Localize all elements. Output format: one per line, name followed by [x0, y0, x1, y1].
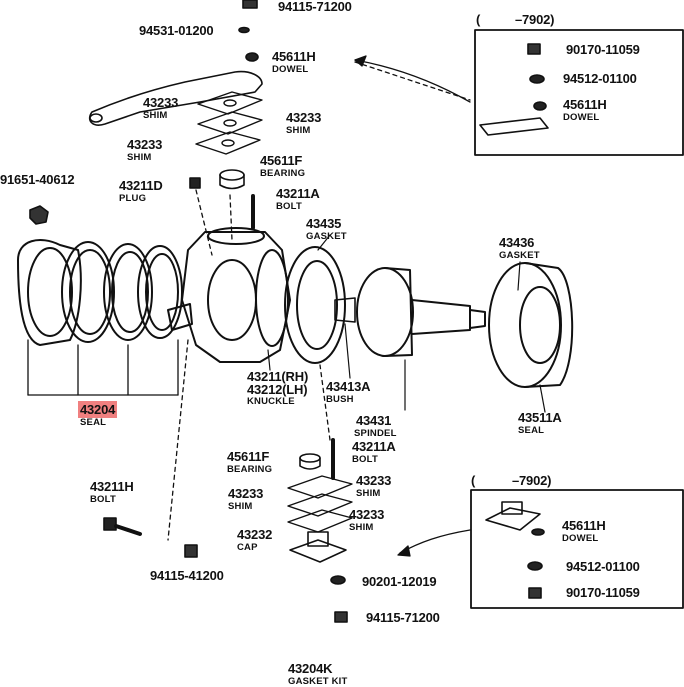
gasket-43435 [284, 246, 346, 364]
hub-43436 [488, 261, 574, 413]
label-43435: 43435 [306, 216, 342, 231]
plug-icon [189, 177, 201, 189]
label-shim-e: SHIM [228, 501, 253, 512]
label-91651-40612: 91651-40612 [0, 172, 75, 187]
shim-plates-bottom [287, 475, 353, 533]
label-gasket-43435: GASKET [306, 231, 347, 242]
nut-icon-90201 [330, 575, 346, 585]
label-43232: 43232 [237, 527, 273, 542]
label-seal-43511A: SEAL [518, 425, 545, 436]
seal-rings [17, 239, 183, 346]
label-43211H: 43211H [90, 479, 134, 494]
label-seal-43204: SEAL [80, 417, 107, 428]
label-45611F-bottom: 45611F [227, 449, 270, 464]
cap-icon [289, 531, 347, 563]
label-gasket-kit: GASKET KIT [288, 676, 348, 687]
bolt-icon-43211H [103, 517, 142, 536]
knuckle-body [167, 227, 291, 371]
inset-bottom-header-close: –7902) [512, 473, 552, 488]
label-shim-c: SHIM [127, 152, 152, 163]
inset-bottom-icons [485, 501, 545, 599]
label-43204: 43204 [78, 401, 118, 418]
inset-top-item-3-name: DOWEL [563, 112, 600, 123]
label-43233-c: 43233 [127, 137, 163, 152]
label-94115-71200-top: 94115-71200 [278, 0, 352, 14]
inset-top-item-1: 90170-11059 [566, 42, 640, 57]
shim-plates-top [195, 91, 263, 155]
bush-icon [334, 297, 356, 379]
nut-icon-top [242, 0, 258, 9]
inset-box-top [474, 29, 684, 156]
label-43211-rh: 43211(RH) [247, 369, 309, 384]
inset-bottom-header-open: ( [471, 473, 476, 488]
label-43211A-top: 43211A [276, 186, 320, 201]
inset-top-item-2: 94512-01100 [563, 71, 637, 86]
label-spindel: SPINDEL [354, 428, 397, 439]
label-plug: PLUG [119, 193, 147, 204]
inset-bottom-item-2: 94512-01100 [566, 559, 640, 574]
label-94115-41200: 94115-41200 [150, 568, 224, 583]
arrow-top [354, 55, 471, 103]
label-94531-01200: 94531-01200 [139, 23, 214, 38]
label-bolt-bottom: BOLT [352, 454, 378, 465]
label-43233-d: 43233 [356, 473, 392, 488]
label-43211A-bottom: 43211A [352, 439, 396, 454]
nut-icon-91651 [29, 205, 49, 225]
label-43233-e: 43233 [228, 486, 264, 501]
label-bearing-top: BEARING [260, 168, 306, 179]
label-cap: CAP [237, 542, 258, 553]
spindle [356, 267, 486, 411]
label-43431: 43431 [356, 413, 392, 428]
highlight-43204: 43204 [78, 401, 118, 418]
seal-callout-lines [27, 339, 179, 396]
label-knuckle: KNUCKLE [247, 396, 295, 407]
label-shim-d: SHIM [356, 488, 381, 499]
inset-bottom-item-3: 90170-11059 [566, 585, 640, 600]
label-43511A: 43511A [518, 410, 562, 425]
label-43204K: 43204K [288, 661, 333, 676]
label-43233-f: 43233 [349, 507, 385, 522]
label-bolt-top: BOLT [276, 201, 302, 212]
label-shim-b: SHIM [286, 125, 311, 136]
label-bearing-bottom: BEARING [227, 464, 273, 475]
arm-lever [88, 70, 263, 126]
nut-icon-71200-bottom [334, 611, 348, 623]
label-shim-f: SHIM [349, 522, 374, 533]
bearing-icon-bottom [299, 453, 321, 470]
label-90201-12019: 90201-12019 [362, 574, 437, 589]
label-43233-a: 43233 [143, 95, 179, 110]
label-43233-b: 43233 [286, 110, 322, 125]
inset-bottom-item-1: 45611H [562, 518, 606, 533]
washer-icon [238, 26, 250, 34]
arrow-bottom [397, 529, 471, 557]
label-dowel-top: DOWEL [272, 64, 309, 75]
label-43413A: 43413A [326, 379, 371, 394]
nut-icon-41200 [184, 544, 198, 558]
label-bolt-43211H: BOLT [90, 494, 116, 505]
label-43436: 43436 [499, 235, 535, 250]
dowel-icon-top [245, 52, 259, 62]
label-bush: BUSH [326, 394, 354, 405]
bearing-icon-top [219, 169, 245, 190]
inset-top-header-close: –7902) [515, 12, 555, 27]
label-45611F-top: 45611F [260, 153, 303, 168]
label-gasket-43436: GASKET [499, 250, 540, 261]
label-shim-a: SHIM [143, 110, 168, 121]
label-45611H-top: 45611H [272, 49, 316, 64]
label-43212-lh: 43212(LH) [247, 382, 308, 397]
label-94115-71200-bottom: 94115-71200 [366, 610, 440, 625]
inset-top-header-open: ( [476, 12, 481, 27]
inset-bottom-item-1-name: DOWEL [562, 533, 599, 544]
inset-top-icons [479, 43, 549, 136]
inset-top-item-3: 45611H [563, 97, 607, 112]
label-43211D: 43211D [119, 178, 163, 193]
inset-box-bottom [470, 489, 684, 609]
